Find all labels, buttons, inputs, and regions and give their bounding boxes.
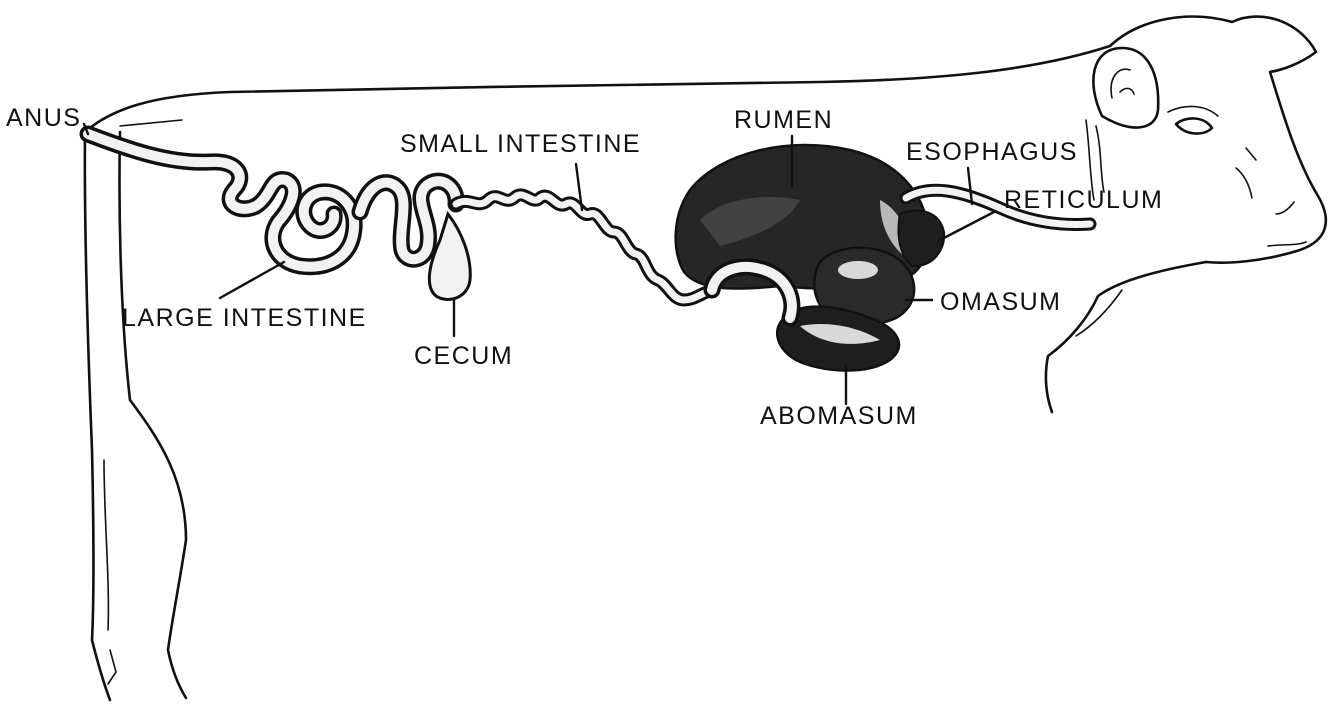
label-anus: ANUS <box>6 106 81 131</box>
label-omasum: OMASUM <box>940 290 1062 315</box>
leader-large-intestine <box>220 262 284 298</box>
small-intestine-shape <box>456 195 712 300</box>
label-abomasum: ABOMASUM <box>760 404 918 429</box>
label-small-intestine: SMALL INTESTINE <box>400 132 641 157</box>
label-rumen: RUMEN <box>734 108 833 133</box>
reticulum-shape <box>899 211 945 267</box>
label-reticulum: RETICULUM <box>1004 188 1163 213</box>
cow-outline <box>85 17 1326 700</box>
stomach-shape <box>676 145 1090 371</box>
label-esophagus: ESOPHAGUS <box>906 140 1078 165</box>
leader-reticulum <box>940 212 994 240</box>
label-cecum: CECUM <box>414 344 513 369</box>
large-intestine-shape <box>88 134 470 299</box>
label-large-intestine: LARGE INTESTINE <box>122 306 367 331</box>
